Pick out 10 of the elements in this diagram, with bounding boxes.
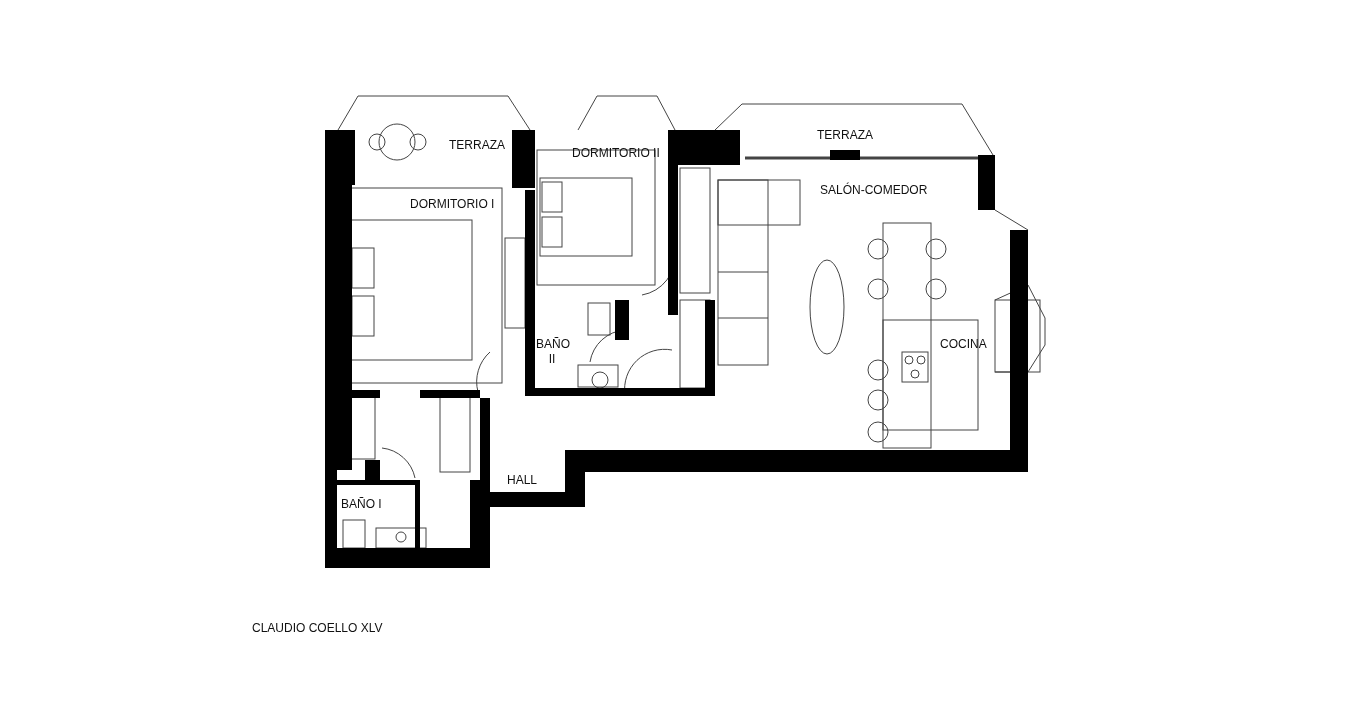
room-label: BAÑO I xyxy=(341,497,382,512)
room-label: BAÑO II xyxy=(536,337,568,367)
room-label: TERRAZA xyxy=(449,138,505,153)
room-label: HALL xyxy=(507,473,538,488)
room-label: DORMITORIO I xyxy=(410,197,495,212)
room-label: SALÓN-COMEDOR xyxy=(820,183,928,198)
room-label: TERRAZA xyxy=(817,128,873,143)
plan-title: CLAUDIO COELLO XLV xyxy=(252,621,383,636)
room-label: COCINA xyxy=(940,337,987,352)
room-label: DORMITORIO II xyxy=(572,146,660,161)
